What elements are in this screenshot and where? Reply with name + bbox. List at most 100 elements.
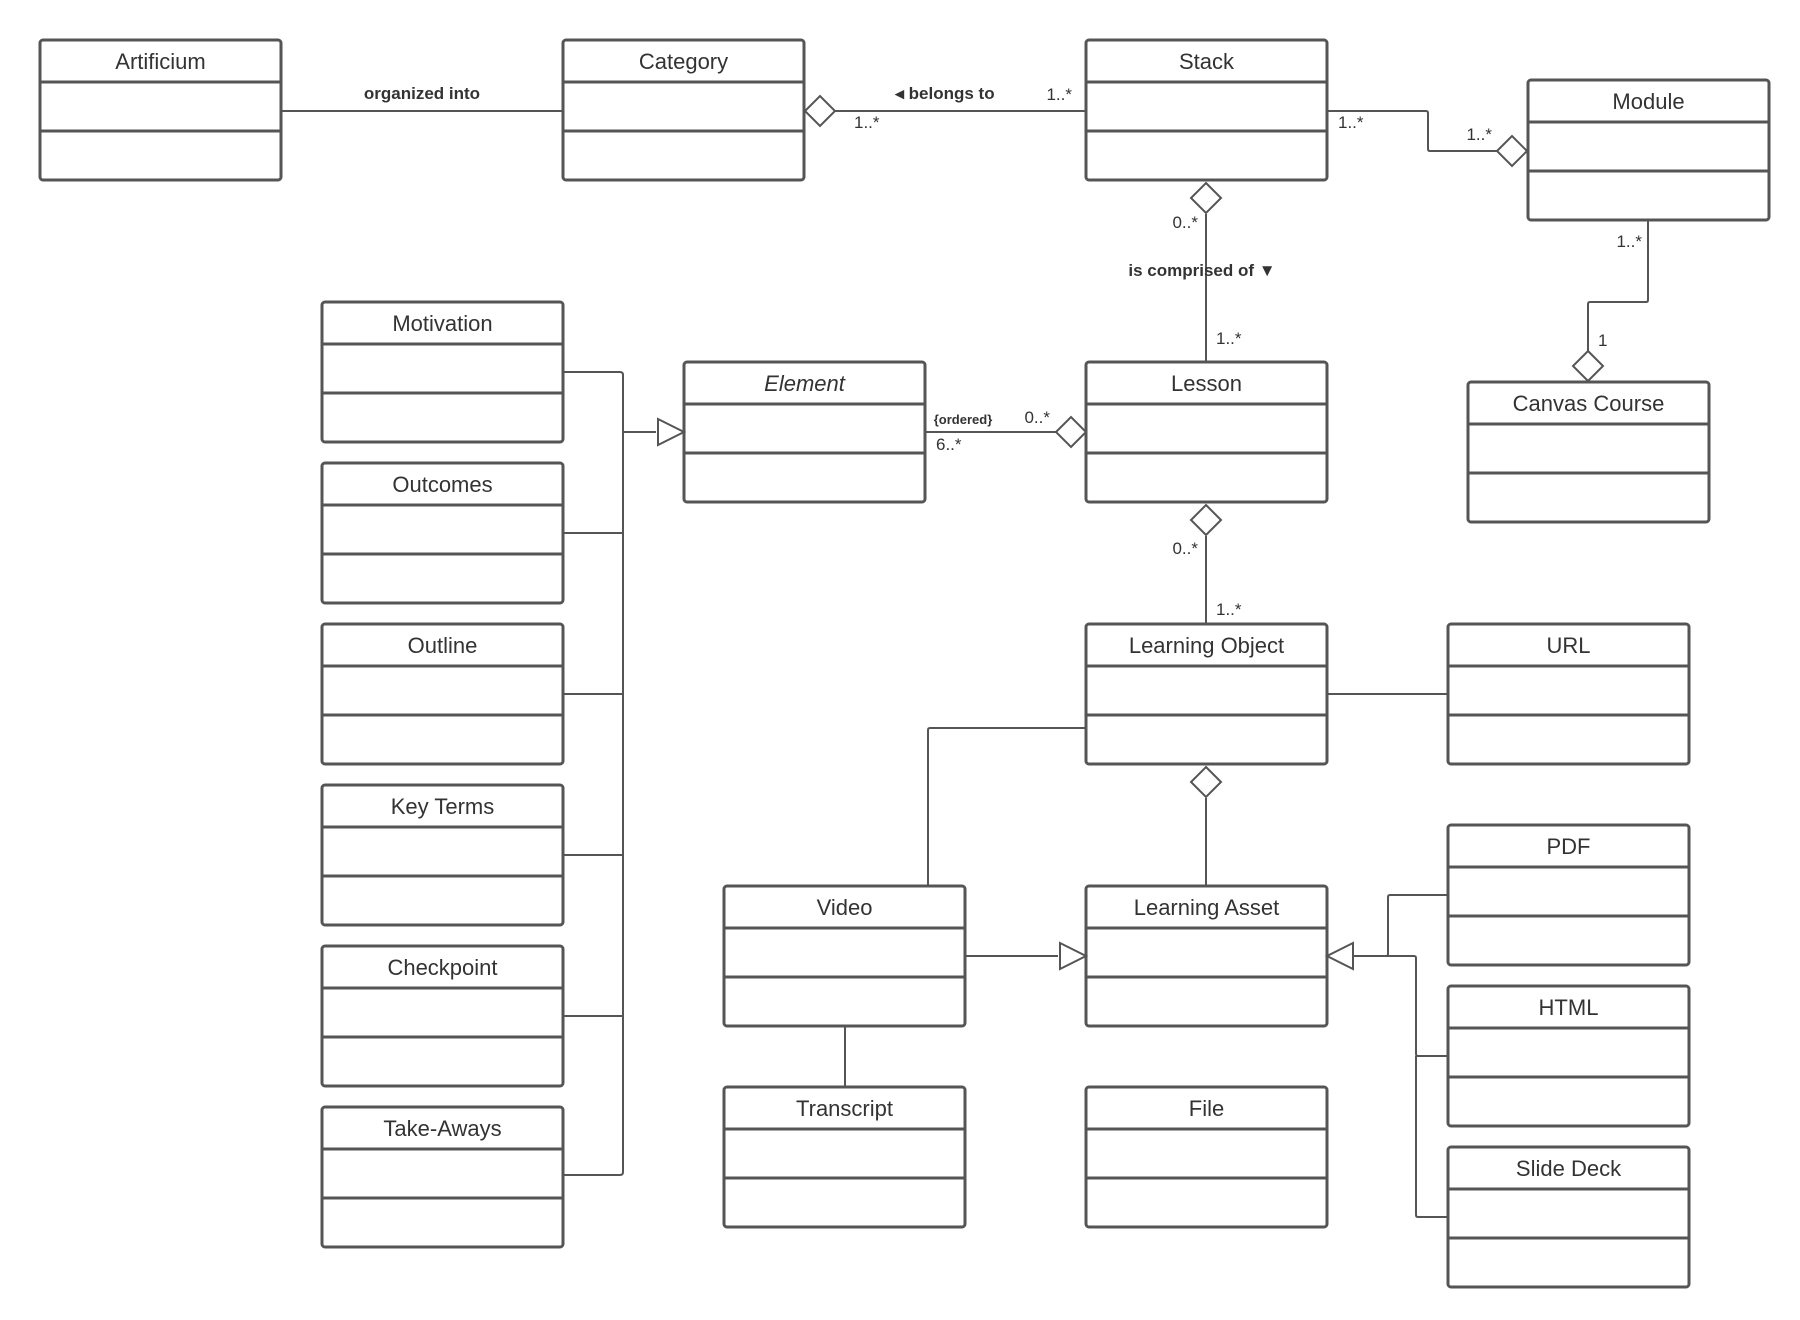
class-box: [38, 38, 283, 182]
multiplicity-label: 0..*: [1024, 408, 1050, 427]
multiplicity-label: 0..*: [1172, 213, 1198, 232]
multiplicity-label: 1..*: [1338, 113, 1364, 132]
class-key-terms: Key Terms: [320, 783, 565, 927]
class-name: File: [1189, 1096, 1224, 1121]
multiplicity-label: 0..*: [1172, 539, 1198, 558]
class-element: Element: [682, 360, 927, 504]
aggregation-diamond-lesson: [1054, 415, 1088, 449]
multiplicity-label: 1..*: [1216, 329, 1242, 348]
edge-slidedeck-asset: [1415, 1056, 1448, 1218]
edge-lo-video: [927, 727, 1086, 886]
class-name: Artificium: [115, 49, 205, 74]
generalization-arrow-video-asset: [1059, 941, 1089, 971]
class-name: URL: [1546, 633, 1590, 658]
class-file: File: [1084, 1085, 1329, 1229]
class-name: Transcript: [796, 1096, 893, 1121]
aggregation-diamond-module: [1495, 134, 1529, 168]
class-lesson: Lesson: [1084, 360, 1329, 504]
class-name: Learning Object: [1129, 633, 1284, 658]
constraint-label: {ordered}: [934, 412, 993, 427]
class-box: [320, 944, 565, 1088]
class-box: [1084, 622, 1329, 766]
class-box: [1084, 38, 1329, 182]
class-transcript: Transcript: [722, 1085, 967, 1229]
edge-stack-module: [1327, 110, 1498, 152]
multiplicity-label: 1..*: [1216, 600, 1242, 619]
aggregation-diamond-learning-object: [1189, 765, 1223, 799]
edges-layer: [281, 110, 1649, 1218]
class-url: URL: [1446, 622, 1691, 766]
class-name: Outcomes: [392, 472, 492, 497]
class-name: Lesson: [1171, 371, 1242, 396]
class-box: [1446, 984, 1691, 1128]
class-box: [320, 783, 565, 927]
edge-module-canvas: [1587, 220, 1649, 352]
class-learning-object: Learning Object: [1084, 622, 1329, 766]
class-slide-deck: Slide Deck: [1446, 1145, 1691, 1289]
class-box: [1446, 622, 1691, 766]
class-html: HTML: [1446, 984, 1691, 1128]
edge-generalization-bus: [563, 371, 624, 1176]
class-box: [320, 622, 565, 766]
class-name: Motivation: [392, 311, 492, 336]
class-video: Video: [722, 884, 967, 1028]
class-name: Stack: [1179, 49, 1235, 74]
labels-layer: organized into ◂ belongs to is comprised o…: [364, 84, 1642, 619]
aggregation-diamond-lesson-bottom: [1189, 503, 1223, 537]
generalization-arrow-element: [657, 417, 687, 447]
multiplicity-label: 1: [1598, 331, 1607, 350]
class-name: Key Terms: [391, 794, 495, 819]
class-pdf: PDF: [1446, 823, 1691, 967]
association-label: organized into: [364, 84, 480, 103]
class-canvas-course: Canvas Course: [1466, 380, 1711, 524]
class-motivation: Motivation: [320, 300, 565, 444]
multiplicity-label: 1..*: [854, 113, 880, 132]
multiplicity-label: 1..*: [1046, 85, 1072, 104]
class-outline: Outline: [320, 622, 565, 766]
class-box: [561, 38, 806, 182]
class-name: Element: [764, 371, 846, 396]
class-name: Outline: [408, 633, 478, 658]
class-name: Canvas Course: [1513, 391, 1665, 416]
class-box: [1526, 78, 1771, 222]
multiplicity-label: 6..*: [936, 435, 962, 454]
class-artificium: Artificium: [38, 38, 283, 182]
association-label: is comprised of ▼: [1128, 261, 1275, 280]
class-name: Checkpoint: [387, 955, 497, 980]
class-name: PDF: [1547, 834, 1591, 859]
class-box: [320, 1105, 565, 1249]
class-box: [1084, 1085, 1329, 1229]
aggregation-diamond-category: [803, 94, 837, 128]
class-name: Module: [1612, 89, 1684, 114]
class-module: Module: [1526, 78, 1771, 222]
markers-layer: [657, 94, 1605, 971]
multiplicity-label: 1..*: [1466, 125, 1492, 144]
class-name: Learning Asset: [1134, 895, 1280, 920]
association-label: ◂ belongs to: [894, 84, 994, 103]
class-box: [722, 1085, 967, 1229]
generalization-arrow-docs-asset: [1324, 941, 1354, 971]
class-box: [1446, 1145, 1691, 1289]
class-checkpoint: Checkpoint: [320, 944, 565, 1088]
class-outcomes: Outcomes: [320, 461, 565, 605]
multiplicity-label: 1..*: [1616, 232, 1642, 251]
class-name: Category: [639, 49, 728, 74]
edge-pdf-asset: [1354, 894, 1448, 957]
class-name: Slide Deck: [1516, 1156, 1622, 1181]
edge-html-asset: [1380, 955, 1448, 1057]
class-take-aways: Take-Aways: [320, 1105, 565, 1249]
class-box: [320, 461, 565, 605]
classes-layer: Artificium Category StackModuleMotivationE…: [38, 38, 1771, 1289]
class-learning-asset: Learning Asset: [1084, 884, 1329, 1028]
class-name: Video: [817, 895, 873, 920]
class-stack: Stack: [1084, 38, 1329, 182]
aggregation-diamond-canvas-course: [1571, 349, 1605, 383]
class-category: Category: [561, 38, 806, 182]
class-box: [722, 884, 967, 1028]
class-name: HTML: [1539, 995, 1599, 1020]
class-box: [1446, 823, 1691, 967]
class-box: [320, 300, 565, 444]
class-box: [1466, 380, 1711, 524]
class-name: Take-Aways: [383, 1116, 501, 1141]
